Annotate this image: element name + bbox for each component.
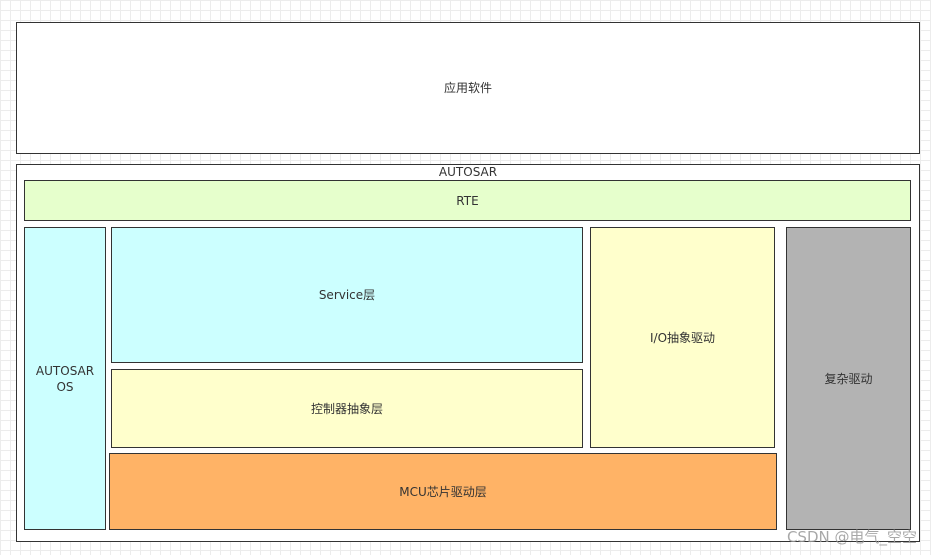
autosar-os-label: AUTOSAR OS (35, 363, 95, 394)
service-layer-label: Service层 (318, 288, 376, 302)
controller-abstraction-label: 控制器抽象层 (310, 401, 383, 416)
io-abstraction-block: I/O抽象驱动 (590, 227, 775, 448)
rte-label: RTE (456, 193, 479, 208)
autosar-label: AUTOSAR (438, 165, 498, 179)
autosar-os-block: AUTOSAR OS (24, 227, 106, 530)
application-software-block: 应用软件 (16, 22, 920, 154)
complex-driver-label: 复杂驱动 (824, 371, 873, 386)
mcu-driver-block: MCU芯片驱动层 (109, 453, 777, 530)
rte-block: RTE (24, 180, 911, 221)
complex-driver-block: 复杂驱动 (786, 227, 911, 530)
service-layer-block: Service层 (111, 227, 583, 363)
io-abstraction-label: I/O抽象驱动 (649, 330, 716, 345)
controller-abstraction-block: 控制器抽象层 (111, 369, 583, 448)
mcu-driver-label: MCU芯片驱动层 (399, 484, 487, 499)
application-software-label: 应用软件 (443, 81, 492, 95)
watermark: CSDN @电气_空空 (786, 528, 917, 546)
